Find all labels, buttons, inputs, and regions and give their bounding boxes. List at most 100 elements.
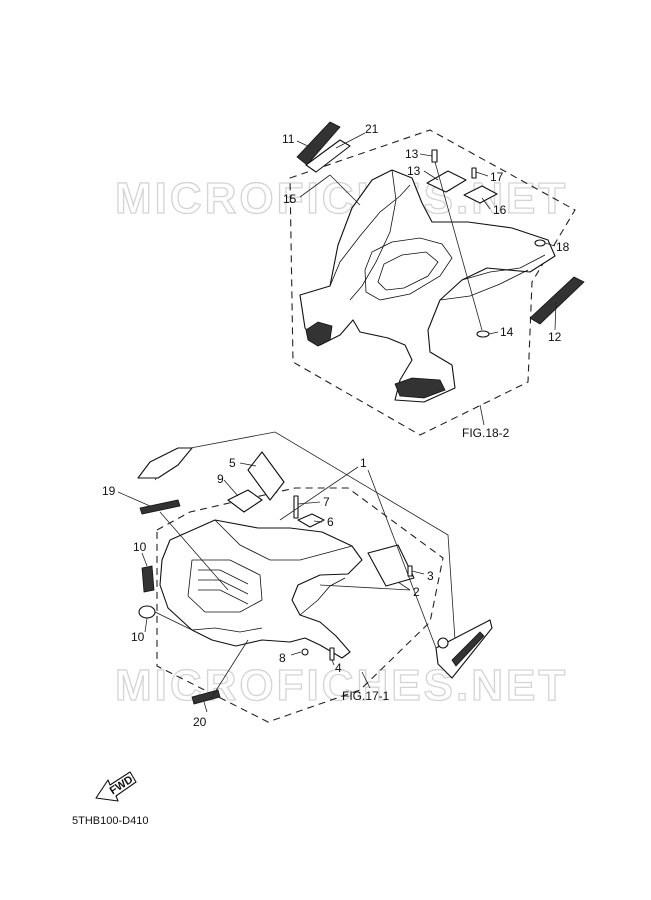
part-16-grommet[interactable] [476, 330, 490, 338]
fig-ref-rear: FIG.18-2 [462, 426, 510, 440]
leader-20 [544, 242, 556, 247]
leader-19 [475, 171, 489, 177]
callout-3: 3 [427, 569, 434, 583]
front-fender-right-skirt [299, 577, 346, 616]
part-7-screw[interactable] [293, 495, 299, 519]
rear-fender-group [289, 121, 585, 436]
callout-11: 10 [131, 630, 145, 644]
callout-13-right: 12 [548, 330, 562, 344]
leader-1b [367, 469, 437, 649]
part-14-plate[interactable] [426, 170, 467, 193]
leader-10b [203, 701, 208, 713]
part-15-axis [434, 161, 483, 331]
front-fender-lower-lip [191, 627, 263, 633]
leader-12 [117, 491, 151, 507]
front-fender-group [117, 431, 493, 723]
leader-17 [299, 174, 331, 198]
front-grille-slat-1 [198, 569, 249, 585]
leader-15 [419, 153, 433, 157]
part-18-plate[interactable] [463, 185, 498, 204]
callout-12: 19 [102, 484, 116, 498]
callout-19: 17 [490, 170, 504, 184]
leader-3 [411, 570, 425, 575]
leader-16 [488, 331, 499, 335]
leader-11 [144, 617, 148, 633]
rear-fender-right-flare [461, 254, 546, 281]
leader-17b [329, 174, 361, 206]
leader-fig18 [479, 404, 485, 426]
part-10-decal-lower[interactable] [191, 689, 221, 705]
leader-5 [239, 462, 257, 467]
part-12-decal[interactable] [139, 499, 181, 515]
callout-13-top: 11 [282, 132, 295, 146]
leader-6 [313, 520, 323, 523]
rear-fender-right-skirt [439, 269, 529, 301]
callout-8: 8 [279, 651, 286, 665]
leader-1 [279, 466, 359, 521]
callout-20: 18 [556, 240, 570, 254]
part-1-fastener [437, 637, 449, 649]
rear-group-boundary [289, 129, 576, 436]
leader-4 [331, 659, 335, 666]
part-15-bolt[interactable] [431, 149, 438, 163]
part-21-plate[interactable] [305, 139, 351, 173]
front-grille-outer [187, 559, 263, 613]
callout-14: 13 [407, 164, 421, 178]
leader-7 [297, 501, 321, 505]
callout-10-upper: 10 [133, 540, 147, 554]
part-11-reflector[interactable] [138, 605, 156, 619]
rear-fender-top-edge [349, 169, 397, 301]
leader-10b-2 [209, 639, 249, 701]
rear-fender-left-flare [329, 184, 411, 287]
part-6-plate[interactable] [297, 513, 325, 528]
fwd-arrow-icon: FWD [95, 771, 137, 802]
rear-right-decal-mark [394, 377, 446, 399]
callout-17: 15 [283, 192, 297, 206]
leader-9 [223, 479, 239, 497]
watermark-bottom: MICROFICHES.NET [115, 661, 568, 710]
part-8-bolt[interactable] [301, 648, 309, 656]
leader-18 [481, 197, 491, 210]
leader-13-top [296, 140, 313, 149]
rear-fender-tray [364, 237, 453, 301]
part-9-plate[interactable] [227, 489, 263, 513]
leader-21 [335, 132, 366, 149]
front-fender-top-ridge [214, 519, 353, 561]
leader-14 [423, 170, 439, 181]
rear-fender-tray-inner [377, 251, 439, 291]
diagram-code: 5THB100-D410 [72, 815, 148, 827]
part-1-side-decal-stripe [451, 631, 485, 667]
front-wing-piece[interactable] [137, 447, 193, 479]
fig-ref-front: FIG.17-1 [342, 689, 390, 703]
callout-6: 6 [327, 515, 334, 529]
part-2-panel[interactable] [367, 544, 415, 587]
callout-5: 5 [229, 456, 236, 470]
front-grille-slat-3 [198, 589, 249, 605]
callout-18: 16 [493, 203, 507, 217]
callout-10-lower: 20 [193, 715, 207, 729]
part-20-clip[interactable] [534, 239, 546, 247]
rear-left-decal-mark [305, 321, 333, 347]
part-3-bolt[interactable] [407, 565, 413, 577]
part-19-screw[interactable] [471, 167, 477, 179]
part-4-bolt[interactable] [329, 647, 335, 661]
callout-7: 7 [323, 495, 330, 509]
leader-11b [154, 611, 193, 631]
leader-2 [397, 581, 411, 591]
leader-10a [141, 552, 148, 567]
leader-2b [319, 584, 411, 591]
callout-21: 21 [365, 122, 379, 136]
leader-12b [159, 511, 229, 591]
callout-1: 1 [360, 456, 367, 470]
watermark-top: MICROFICHES.NET [115, 174, 568, 223]
callout-16: 14 [500, 325, 514, 339]
part-5-flap[interactable] [247, 451, 285, 501]
leader-fig17 [361, 671, 371, 689]
front-grille-slat-2 [198, 579, 249, 595]
part-13-decal-top[interactable] [296, 121, 341, 166]
callout-15: 13 [405, 147, 419, 161]
part-10-decal-upper[interactable] [141, 565, 155, 593]
part-13-decal-right[interactable] [529, 276, 585, 325]
callout-2: 2 [413, 585, 420, 599]
